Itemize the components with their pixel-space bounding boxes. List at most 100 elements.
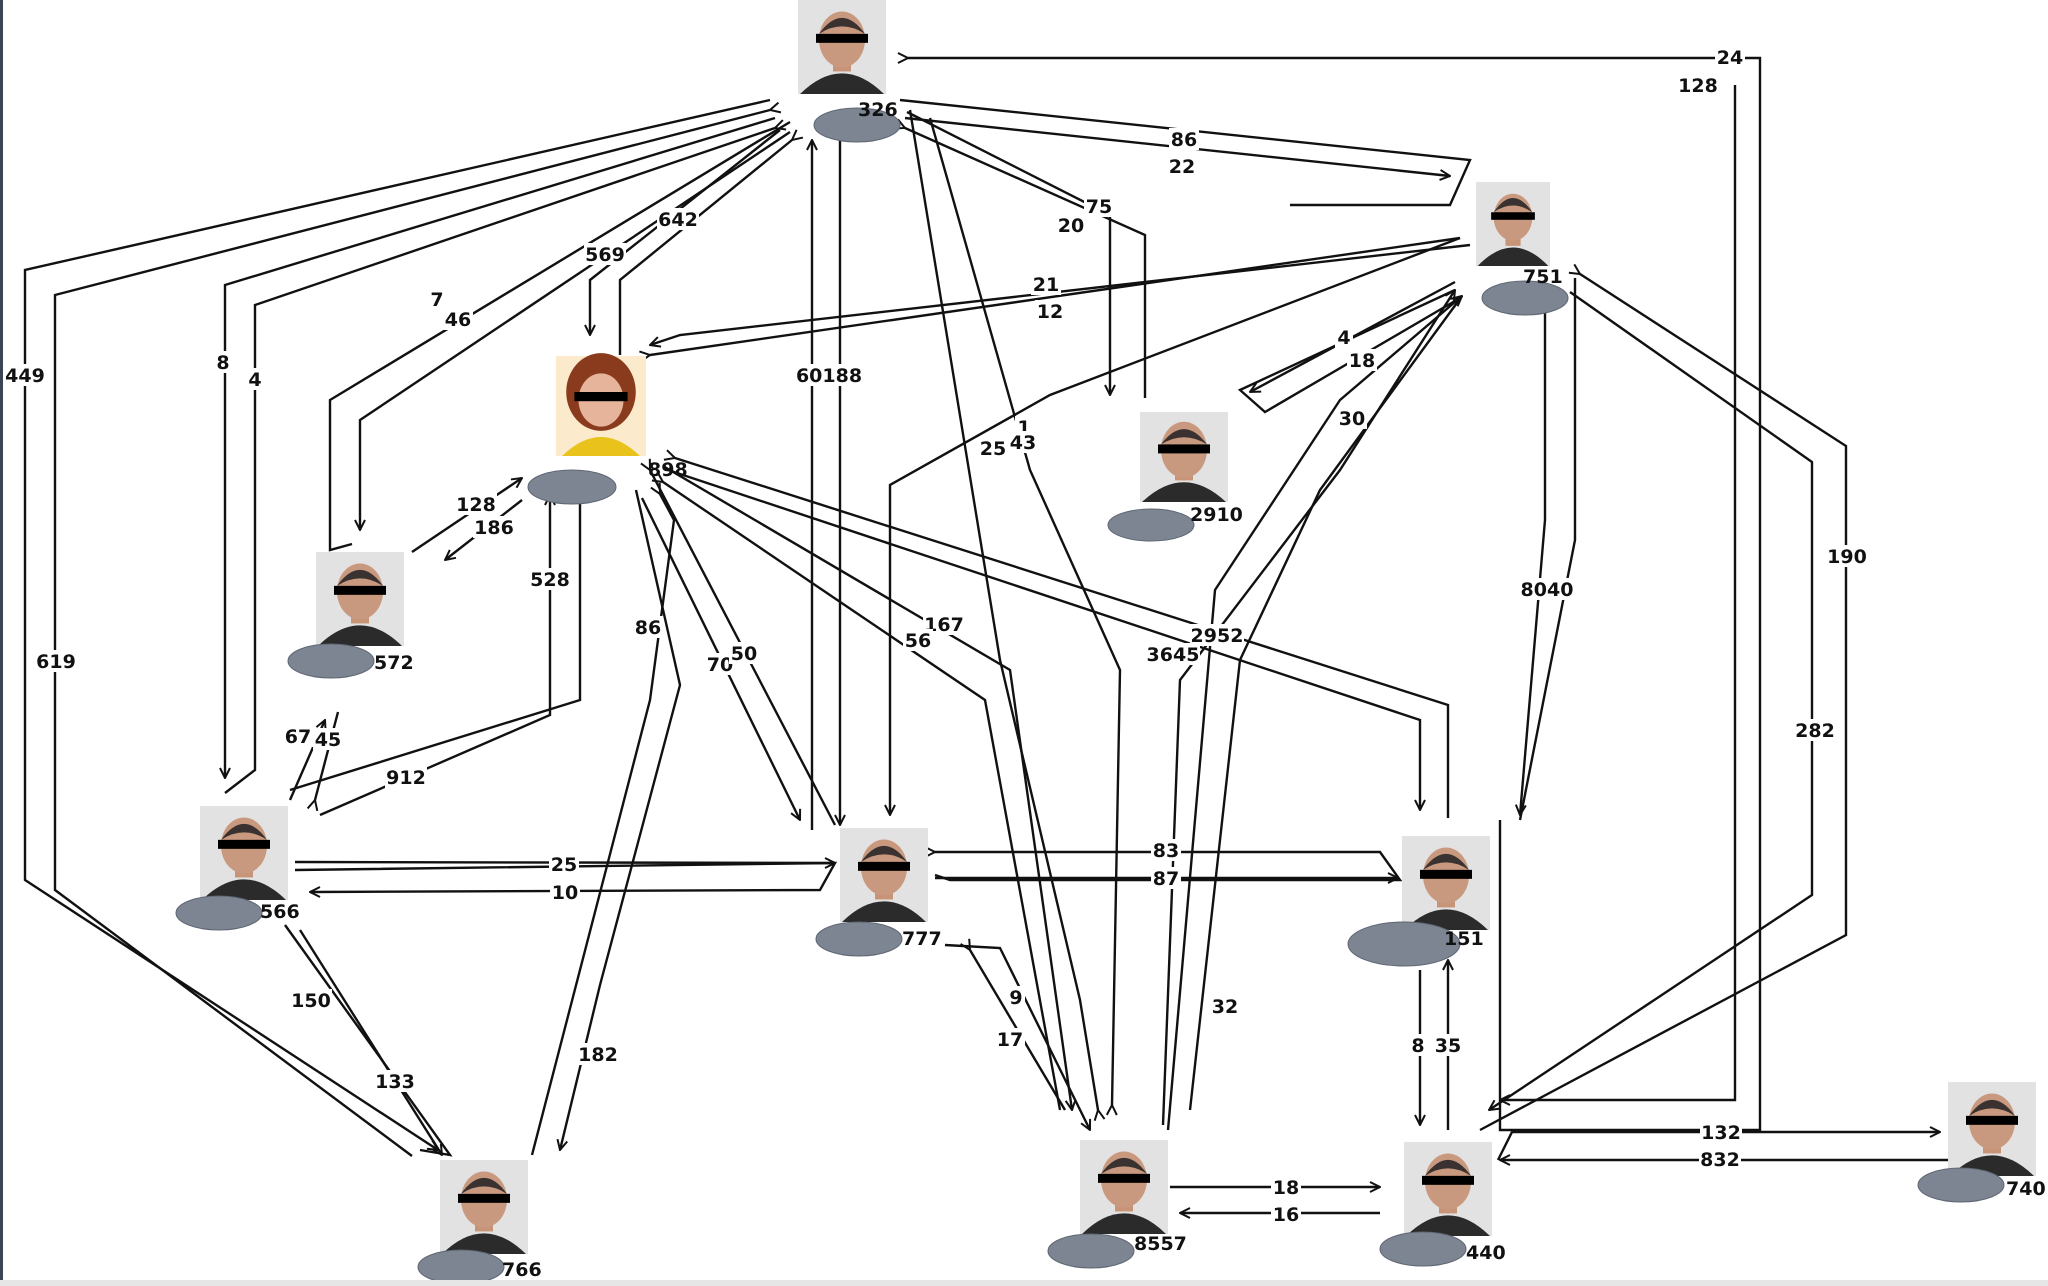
person-node-766[interactable]: 766	[417, 1160, 542, 1285]
edge-label-background	[455, 493, 497, 515]
edge-label-background	[1677, 74, 1719, 96]
edge-label-background	[1715, 46, 1745, 68]
male-suspect-photo	[1140, 412, 1228, 502]
edge-label-background	[995, 1028, 1025, 1050]
edge-label-background	[443, 308, 473, 330]
edge-label-background	[796, 364, 862, 386]
edge-label-background	[1007, 986, 1025, 1008]
edge-count-text: 43	[1010, 432, 1036, 454]
edge-count-label: 449	[4, 364, 46, 387]
link-arrow-35	[315, 711, 340, 800]
edge-count-label: 83	[1151, 839, 1181, 862]
window-left-border	[0, 0, 3, 1286]
edge-count-label: 9	[1007, 986, 1025, 1009]
edge-count-text: 8040	[1521, 579, 1574, 601]
person-node-910[interactable]: 2910	[1107, 412, 1243, 542]
edge-label-background	[1146, 643, 1200, 665]
person-node-566[interactable]: 566	[175, 806, 300, 931]
edge-count-label: 60188	[796, 364, 862, 387]
edge-label-background	[4, 364, 46, 386]
edge-count-text: 619	[36, 651, 76, 673]
edge-count-text: 190	[1827, 546, 1867, 568]
edge-count-label: 133	[374, 1070, 416, 1093]
male-suspect-photo	[440, 1160, 528, 1254]
person-node-740[interactable]: 740	[1917, 1082, 2046, 1203]
edge-label-background	[1008, 431, 1038, 453]
edge-count-label: 4	[246, 368, 264, 391]
person-node-898[interactable]: 898	[527, 353, 688, 505]
edge-count-text: 8	[1411, 1035, 1424, 1057]
edge-label-background	[1699, 1148, 1741, 1170]
edge-count-label: 619	[35, 650, 77, 673]
edge-count-label: 10	[550, 881, 580, 904]
edge-count-text: 32	[1212, 996, 1238, 1018]
edge-count-label: 17	[995, 1028, 1025, 1051]
link-arrow-51	[284, 924, 453, 1157]
edge-label-background	[214, 351, 232, 373]
edge-count-label: 132	[1700, 1121, 1742, 1144]
edge-label-background	[1084, 195, 1114, 217]
edge-count-text: 12	[1037, 301, 1063, 323]
edge-label-background	[729, 642, 759, 664]
person-node-777[interactable]: 777	[815, 828, 942, 957]
link-arrow-22	[908, 109, 1098, 1110]
edge-count-text: 75	[1086, 196, 1112, 218]
node-id-label: 777	[902, 928, 942, 950]
node-id-label: 751	[1523, 266, 1563, 288]
edge-count-label: 128	[1677, 74, 1719, 97]
edge-count-label: 190	[1826, 545, 1868, 568]
edge-count-text: 60188	[796, 365, 862, 387]
node-id-label: 151	[1444, 928, 1484, 950]
person-node-557[interactable]: 8557	[1047, 1140, 1187, 1269]
edge-count-text: 18	[1349, 350, 1375, 372]
node-id-label: 766	[502, 1259, 542, 1281]
edge-label-background	[1151, 839, 1181, 861]
edge-count-text: 67	[285, 726, 311, 748]
edge-label-background	[1151, 867, 1181, 889]
edge-count-label: 8	[214, 351, 232, 374]
edge-count-text: 8	[216, 352, 229, 374]
edge-count-label: 70	[705, 653, 735, 676]
censor-bar	[1098, 1173, 1150, 1183]
edge-count-label: 43	[1008, 431, 1038, 454]
person-node-572[interactable]: 572	[287, 552, 414, 679]
edge-count-text: 182	[578, 1044, 618, 1066]
edge-count-label: 186	[473, 516, 515, 539]
edge-count-label: 182	[577, 1043, 619, 1066]
edge-count-text: 10	[552, 882, 578, 904]
edge-count-label: 75	[1084, 195, 1114, 218]
edge-count-text: 20	[1058, 215, 1084, 237]
name-redaction-oval	[1379, 1231, 1467, 1267]
edge-count-text: 45	[315, 729, 341, 751]
male-suspect-photo	[1948, 1082, 2036, 1176]
link-arrow-13	[225, 116, 776, 778]
person-node-326[interactable]: 326	[798, 0, 901, 143]
edge-count-text: 16	[1273, 1204, 1299, 1226]
link-arrow-11	[23, 98, 771, 1150]
edge-label-background	[529, 568, 571, 590]
edge-label-background	[473, 516, 515, 538]
edge-count-label: 87	[1151, 867, 1181, 890]
person-node-440[interactable]: 440	[1379, 1142, 1506, 1267]
edge-count-label: 167	[923, 613, 965, 636]
link-arrow-18	[618, 140, 792, 355]
person-node-751[interactable]: 751	[1476, 182, 1569, 316]
edge-label-background	[577, 1043, 619, 1065]
edge-count-label: 46	[443, 308, 473, 331]
edge-count-label: 832	[1699, 1148, 1741, 1171]
edge-label-background	[428, 288, 446, 310]
link-arrow-2	[1500, 85, 1737, 1100]
person-node-151[interactable]: 151	[1347, 836, 1490, 967]
male-suspect-photo	[1080, 1140, 1168, 1234]
edge-label-background	[1210, 995, 1240, 1017]
edge-label-background	[1433, 1034, 1463, 1056]
link-arrow-26	[1479, 274, 1848, 1132]
link-arrow-52	[298, 929, 442, 1155]
edge-count-text: 449	[5, 365, 45, 387]
edge-count-label: 21	[1031, 273, 1061, 296]
link-arrow-23	[928, 117, 1122, 1105]
edge-label-background	[1520, 578, 1574, 600]
link-arrow-5	[906, 110, 1110, 395]
edge-count-text: 25	[551, 854, 577, 876]
